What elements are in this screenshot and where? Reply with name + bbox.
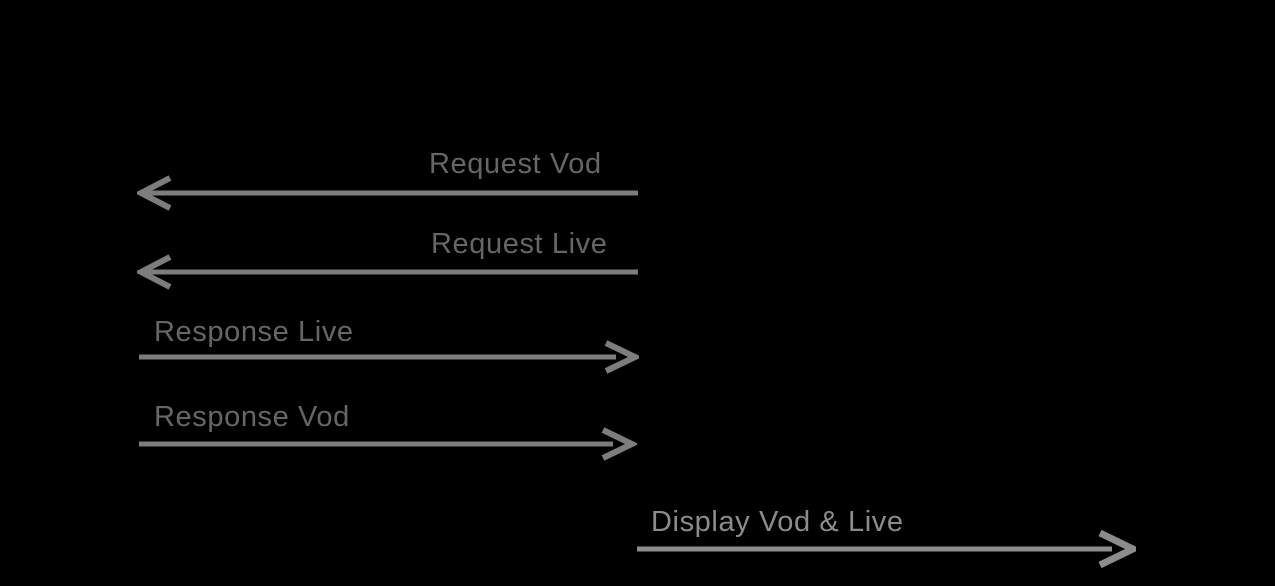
message-label-response-live: Response Live: [154, 316, 354, 348]
display-vod-live-arrow-right-icon: [637, 530, 1136, 569]
message-label-request-vod: Request Vod: [429, 148, 602, 180]
message-label-request-live: Request Live: [431, 228, 608, 260]
response-live-arrow-right-icon: [139, 340, 639, 374]
message-label-response-vod: Response Vod: [154, 401, 350, 433]
request-vod-arrow-left-icon: [137, 175, 638, 211]
message-label-display-vod-live: Display Vod & Live: [651, 506, 904, 538]
request-live-arrow-left-icon: [137, 254, 638, 290]
response-vod-arrow-right-icon: [139, 427, 637, 461]
